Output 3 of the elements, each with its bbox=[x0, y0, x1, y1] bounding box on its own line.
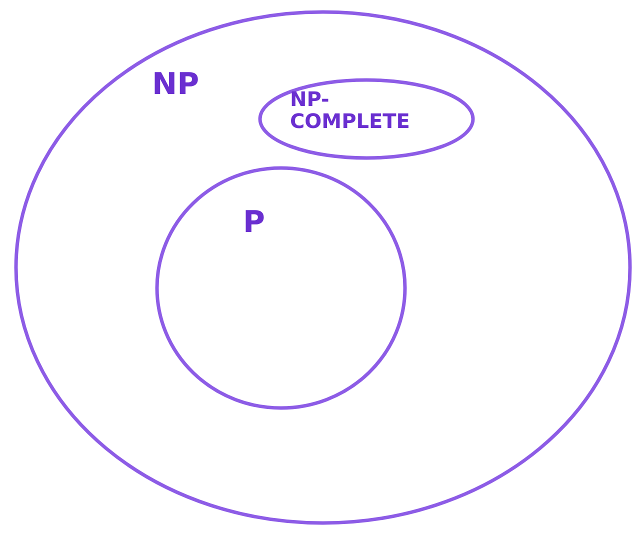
set-label: NP-COMPLETE bbox=[290, 88, 410, 132]
set-label: NP bbox=[152, 68, 200, 101]
set-label: P bbox=[243, 206, 265, 239]
